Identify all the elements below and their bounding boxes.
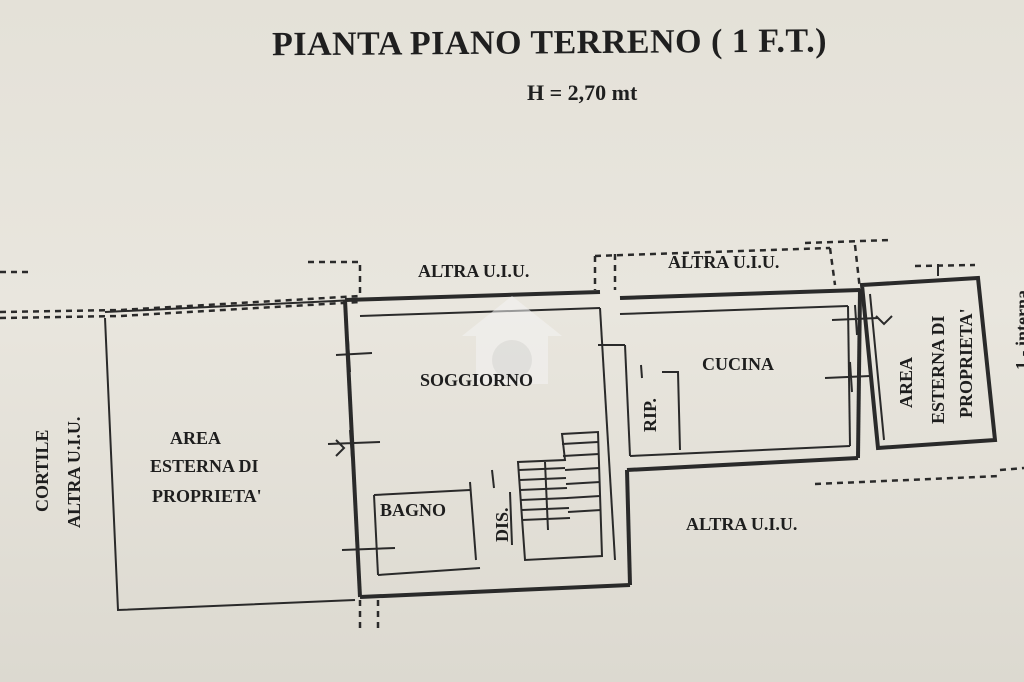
- label-cortile: CORTILE: [32, 430, 52, 512]
- label-altra-uiu-top-left: ALTRA U.I.U.: [418, 261, 529, 281]
- label-cortile-line2: ALTRA U.I.U.: [64, 417, 84, 528]
- label-altra-uiu-bottom: ALTRA U.I.U.: [686, 514, 797, 534]
- label-cortile-line1: CORTILE: [32, 430, 52, 512]
- label-soggiorno: SOGGIORNO: [420, 370, 533, 390]
- label-area-left-3: PROPRIETA': [152, 486, 262, 506]
- label-rip-group: RIP.: [640, 398, 660, 432]
- staircase: [516, 430, 604, 562]
- label-altra-uiu-top-right: ALTRA U.I.U.: [668, 252, 779, 272]
- label-edge-fragment: 1 - interna: [1012, 290, 1024, 370]
- property-boundaries: [0, 238, 1024, 630]
- label-area-right-2-group: ESTERNA DI: [928, 315, 948, 424]
- opening-markers: [327, 264, 939, 566]
- label-dis-group: DIS.: [492, 507, 512, 542]
- label-dis: DIS.: [492, 507, 512, 542]
- label-area-right-3-group: PROPRIETA': [956, 308, 976, 418]
- left-external-area-outline: [104, 299, 356, 612]
- label-area-right-2: ESTERNA DI: [928, 315, 948, 424]
- label-cortile-altra: ALTRA U.I.U.: [64, 417, 84, 528]
- label-area-right-1: AREA: [896, 357, 916, 408]
- plan-height-subtitle: H = 2,70 mt: [527, 80, 638, 105]
- watermark-house-logo: [462, 296, 562, 384]
- label-area-left-1: AREA: [170, 428, 221, 448]
- label-cucina: CUCINA: [702, 354, 774, 374]
- label-area-left-2: ESTERNA DI: [150, 456, 259, 476]
- label-rip: RIP.: [640, 398, 660, 432]
- label-edge-fragment-group: 1 - interna: [1012, 290, 1024, 370]
- label-area-right-1-group: AREA: [896, 357, 916, 408]
- label-area-right-3: PROPRIETA': [956, 308, 976, 418]
- label-bagno: BAGNO: [380, 500, 446, 520]
